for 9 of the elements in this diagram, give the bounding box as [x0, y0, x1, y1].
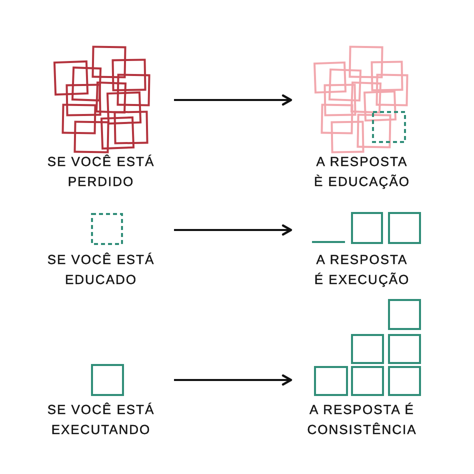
node-label: SE VOCÊ ESTÁ PERDIDO — [46, 153, 156, 191]
node-label: SE VOCÊ ESTÁ EXECUTANDO — [46, 401, 156, 439]
node-label: A RESPOSTA É CONSISTÊNCIA — [306, 401, 418, 439]
node-label: A RESPOSTA É EXECUÇÃO — [313, 251, 411, 289]
arrow — [174, 224, 292, 236]
arrow — [174, 94, 292, 106]
arrow — [174, 374, 292, 386]
node-label: SE VOCÊ ESTÁ EDUCADO — [46, 251, 156, 289]
node-label: A RESPOSTA È EDUCAÇÃO — [313, 153, 411, 191]
